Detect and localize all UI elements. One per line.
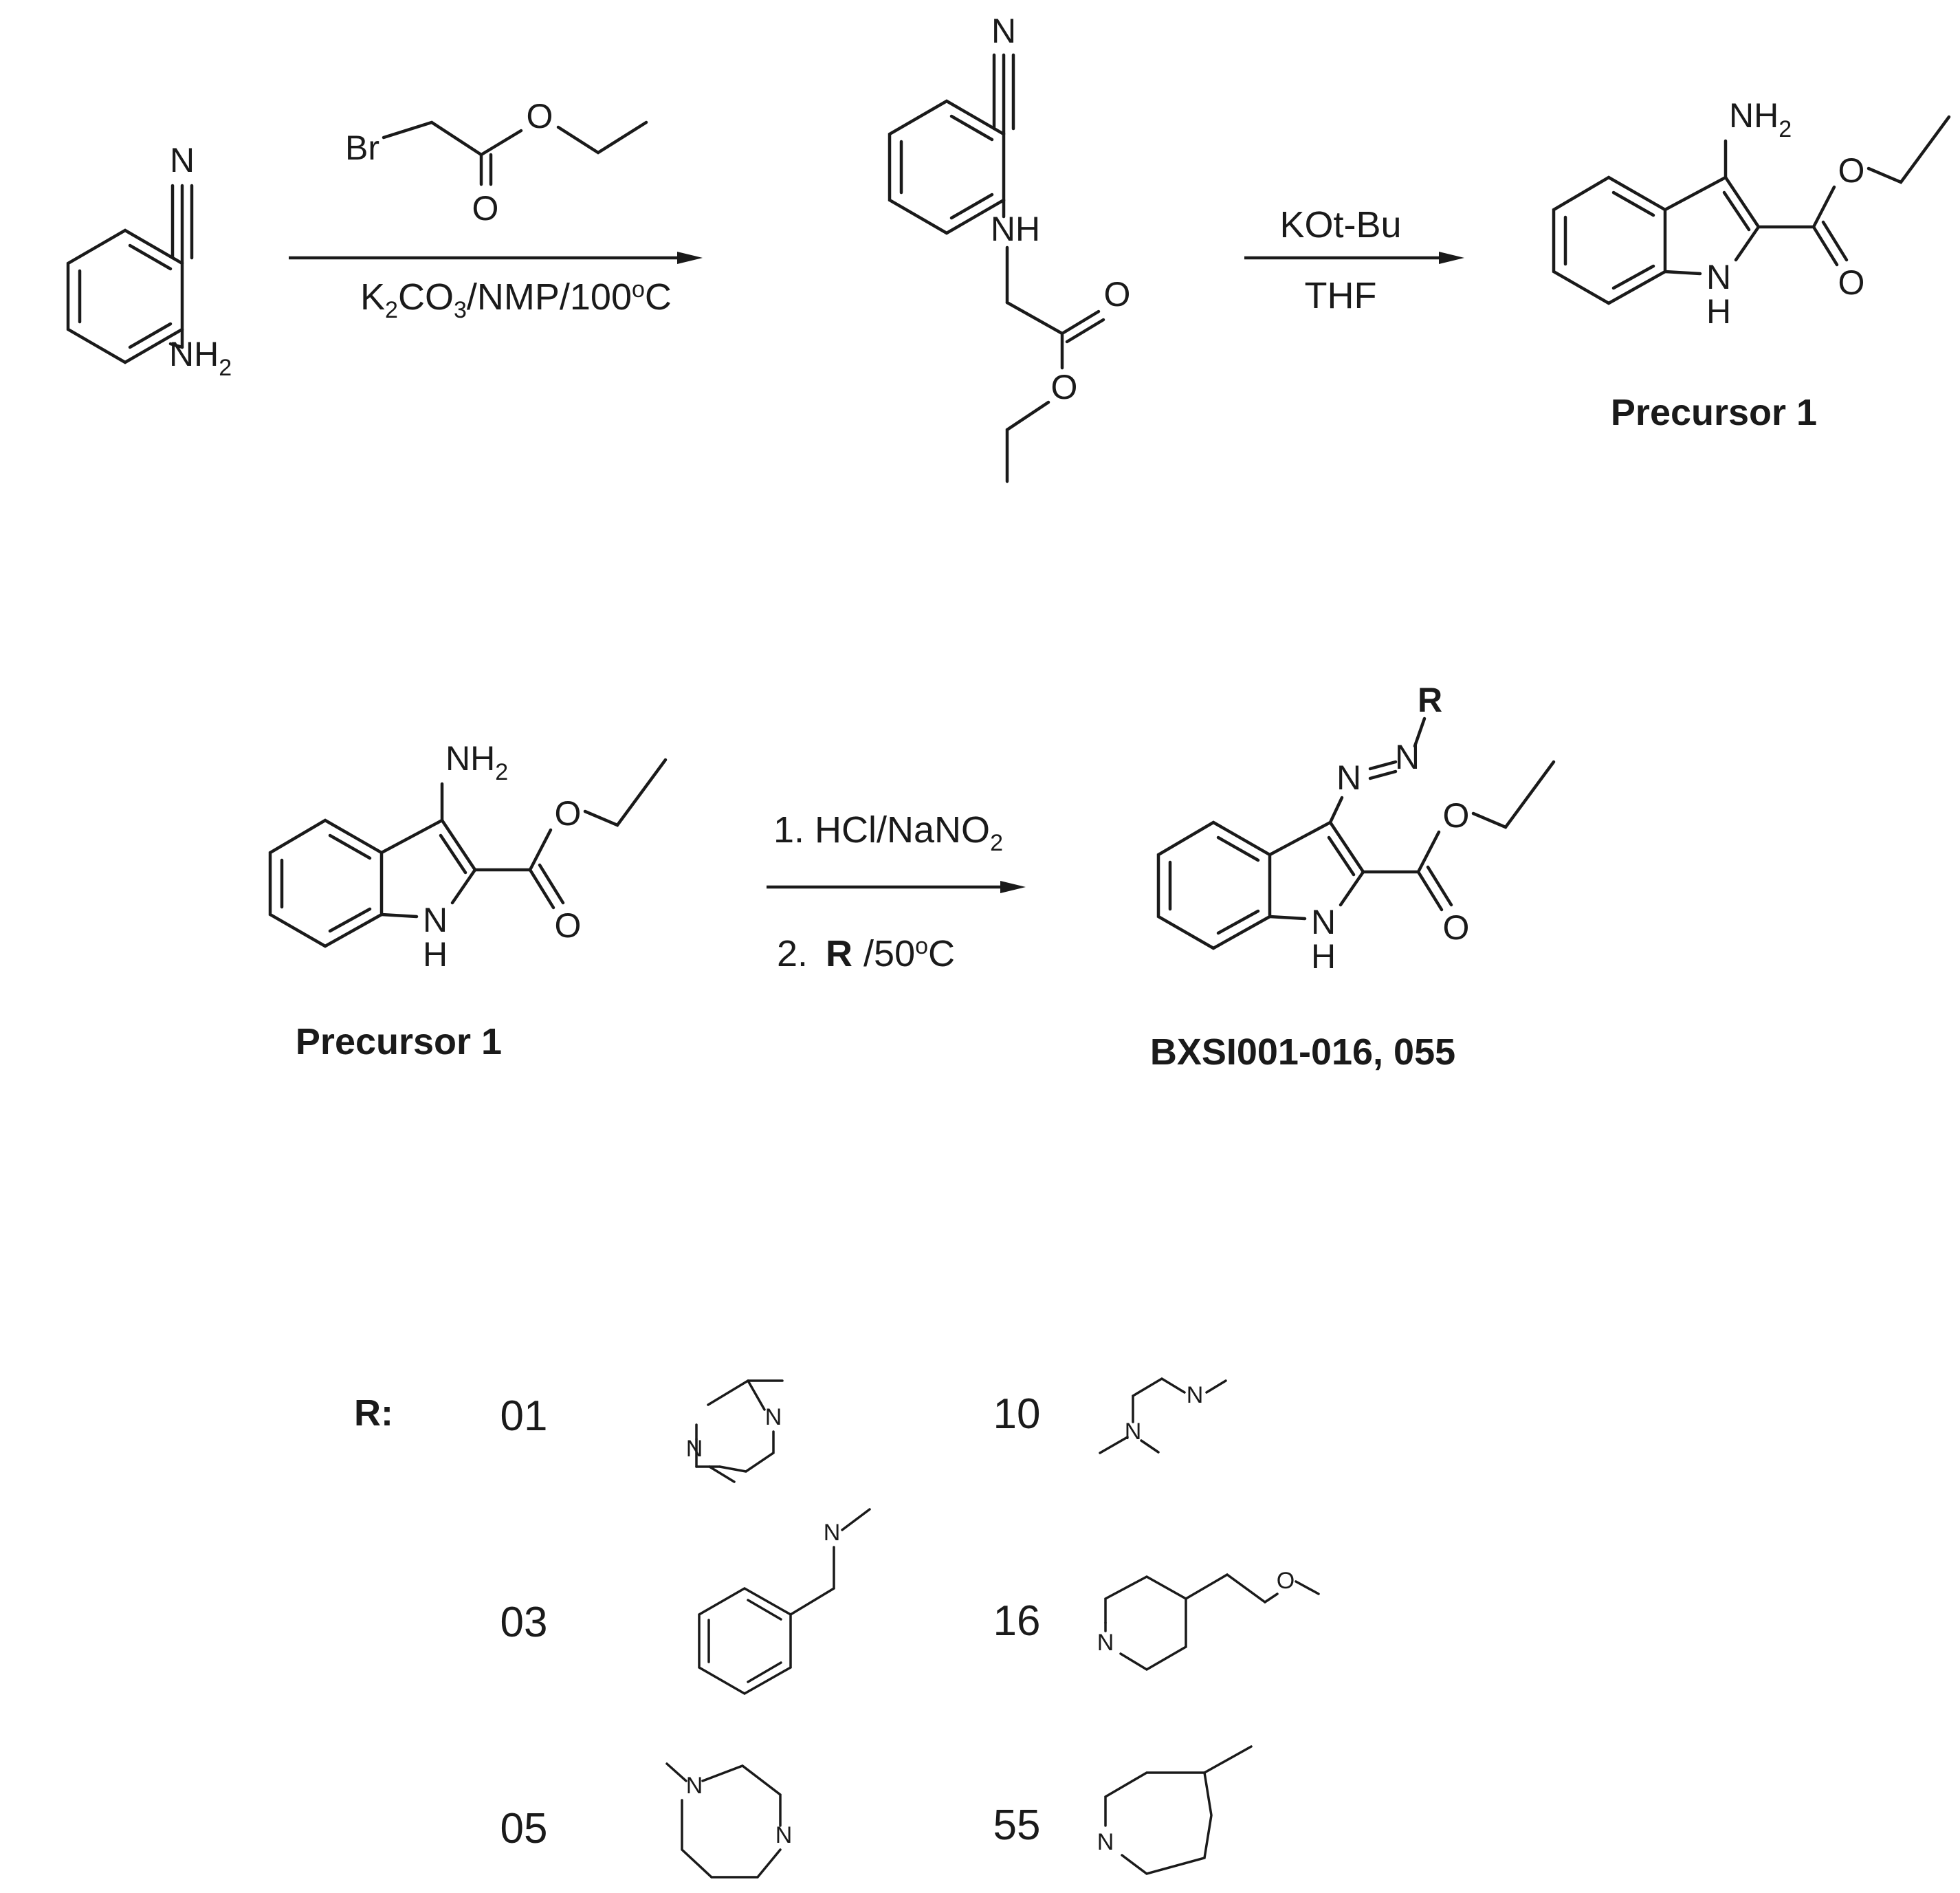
condition-3-step-2: 2.R/50oC bbox=[777, 933, 955, 974]
int-nh-label: NH bbox=[991, 210, 1040, 248]
p1-amine-label: NH2 bbox=[1729, 96, 1792, 142]
precursor-1-caption: Precursor 1 bbox=[1611, 392, 1817, 433]
precursor-1-sm-caption: Precursor 1 bbox=[296, 1021, 502, 1062]
condition-2-top: KOt-Bu bbox=[1279, 204, 1401, 245]
p1-ester-o-label: O bbox=[1838, 151, 1865, 190]
precursor-1-sm-structure bbox=[268, 758, 668, 948]
r-table-label: R: bbox=[354, 1392, 393, 1434]
ethyl-bromoacetate-structure bbox=[382, 120, 648, 186]
r-05-methyldiazepane-structure bbox=[665, 1762, 782, 1879]
nitrile-n-label: N bbox=[170, 141, 195, 179]
r-code-05: 05 bbox=[500, 1805, 548, 1852]
condition-2-bottom: THF bbox=[1305, 275, 1377, 316]
r-05-n1-label: N bbox=[686, 1773, 703, 1799]
sm2-indole-n-label: N bbox=[423, 901, 448, 939]
prod-r-label: R bbox=[1418, 681, 1442, 719]
r-10-diamine-structure bbox=[1099, 1377, 1227, 1454]
arrowhead-3 bbox=[1000, 881, 1026, 893]
bromine-label: Br bbox=[345, 129, 379, 167]
r-03-n-label: N bbox=[824, 1520, 841, 1546]
precursor-1-structure bbox=[1552, 115, 1951, 305]
r-10-n1-label: N bbox=[1125, 1419, 1142, 1445]
r-01-methylpiperazine-structure bbox=[695, 1379, 784, 1483]
r-01-n2-label: N bbox=[765, 1404, 782, 1430]
ester-o-label: O bbox=[527, 97, 553, 135]
condition-3-step-1: 1. HCl/NaNO2 bbox=[773, 809, 1003, 856]
r-16-n-label: N bbox=[1097, 1630, 1114, 1656]
r-55-n-label: N bbox=[1097, 1829, 1114, 1855]
r-03-methylbenzylamine-structure bbox=[698, 1508, 871, 1696]
r-code-55: 55 bbox=[993, 1802, 1041, 1849]
glycinate-intermediate-structure bbox=[888, 53, 1105, 483]
r-16-methoxyethylpiperidine-structure bbox=[1104, 1573, 1320, 1672]
sm2-ester-o-label: O bbox=[555, 794, 582, 833]
int-nitrile-n-label: N bbox=[991, 12, 1016, 50]
int-ester-o-label: O bbox=[1051, 368, 1078, 406]
prod-indole-n-label: N bbox=[1311, 903, 1336, 941]
sm2-indole-h-label: H bbox=[423, 935, 448, 974]
arrowhead-1 bbox=[677, 252, 703, 264]
r-code-01: 01 bbox=[500, 1392, 548, 1440]
r-55-methylpiperidine-structure bbox=[1104, 1745, 1253, 1875]
sm2-carbonyl-o-label: O bbox=[555, 906, 582, 945]
prod-indole-h-label: H bbox=[1311, 937, 1336, 976]
int-carbonyl-o-label: O bbox=[1104, 275, 1131, 314]
r-01-n1-label: N bbox=[686, 1436, 703, 1462]
prod-ester-o-label: O bbox=[1443, 796, 1470, 835]
amine-label: NH2 bbox=[169, 335, 232, 381]
p1-indole-n-label: N bbox=[1706, 258, 1731, 296]
p1-indole-h-label: H bbox=[1706, 292, 1731, 331]
r-code-03: 03 bbox=[500, 1599, 548, 1646]
product-caption: BXSI001-016, 055 bbox=[1150, 1031, 1455, 1073]
condition-1: K2CO3/NMP/100oC bbox=[360, 276, 672, 323]
sm2-amine-label: NH2 bbox=[445, 739, 508, 785]
prod-carbonyl-o-label: O bbox=[1443, 908, 1470, 947]
prod-azo-n2-label: N bbox=[1395, 738, 1420, 776]
aminobenzonitrile-structure bbox=[66, 184, 194, 364]
carbonyl-o-label: O bbox=[472, 189, 499, 228]
prod-azo-n1-label: N bbox=[1336, 758, 1361, 797]
r-05-n2-label: N bbox=[775, 1822, 793, 1848]
r-16-o-label: O bbox=[1277, 1568, 1295, 1594]
r-code-16: 16 bbox=[993, 1597, 1041, 1645]
azo-indole-product-structure bbox=[1156, 716, 1556, 950]
arrowhead-2 bbox=[1439, 252, 1464, 264]
p1-carbonyl-o-label: O bbox=[1838, 263, 1865, 302]
r-10-n2-label: N bbox=[1187, 1382, 1204, 1408]
r-code-10: 10 bbox=[993, 1390, 1041, 1438]
